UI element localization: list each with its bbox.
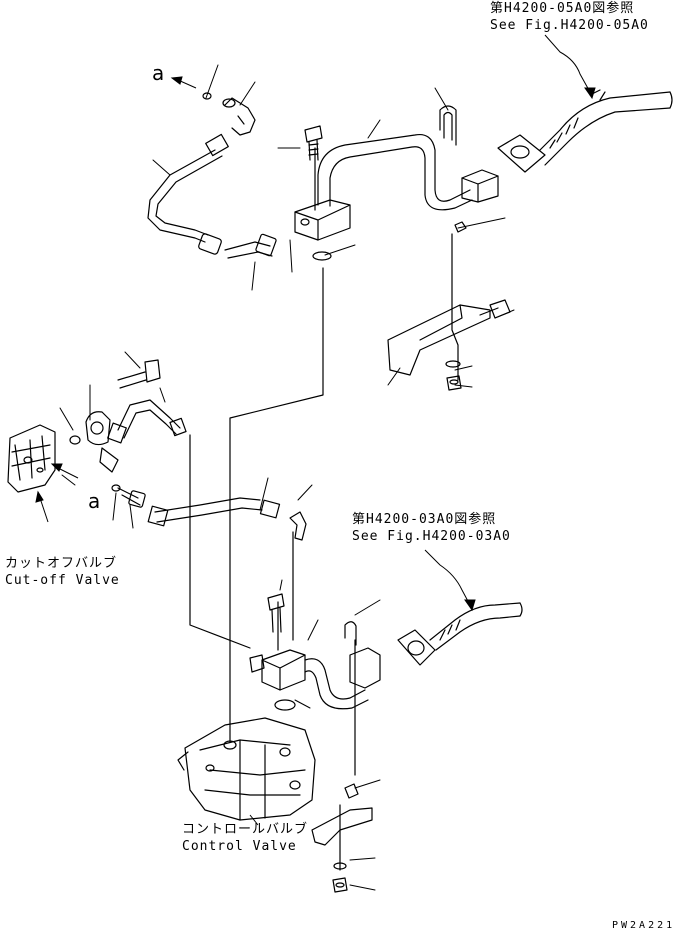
arrow-cutoff [35, 490, 49, 523]
upper-hose [147, 133, 277, 259]
o-ring [202, 92, 212, 100]
control-valve-label-en: Control Valve [182, 839, 297, 854]
control-valve-label-jp: コントロールバルブ [182, 822, 309, 837]
upper-tube [294, 105, 499, 241]
elbow-fitting [222, 97, 256, 136]
o-ring [111, 484, 121, 492]
o-ring [69, 435, 81, 445]
arrow-top-ref [544, 34, 596, 100]
arrow-label-a-top: a [152, 61, 165, 85]
arrow-a-top [170, 76, 197, 89]
top-reference-en: See Fig.H4200-05A0 [490, 18, 649, 33]
top-right-hose [497, 89, 673, 173]
lower-left-hose [117, 487, 307, 541]
bolt [304, 125, 323, 161]
middle-reference-en: See Fig.H4200-03A0 [352, 529, 511, 544]
assembly-lines [189, 147, 459, 871]
arrow-middle-ref [424, 549, 476, 612]
arrow-control [249, 814, 259, 826]
leader-lines [59, 64, 515, 891]
control-valve [177, 717, 316, 821]
cutoff-valve-label-en: Cut-off Valve [5, 573, 120, 588]
arrow-label-a-left: a [88, 489, 101, 513]
upper-bracket [387, 221, 511, 391]
middle-right-hose [397, 602, 523, 666]
arrows [35, 34, 596, 826]
top-reference-jp: 第H4200-05A0図参照 [490, 1, 635, 16]
arrow-a-left [50, 463, 79, 479]
middle-hose [99, 399, 187, 473]
split-flange [85, 411, 111, 446]
cutoff-valve [7, 424, 56, 493]
lower-bracket [311, 783, 373, 893]
cutoff-valve-label-jp: カットオフバルブ [5, 556, 118, 571]
drawing-code: PW2A221 [612, 920, 676, 931]
o-ring [274, 699, 296, 711]
bolt [117, 359, 161, 389]
lower-tube [249, 621, 381, 710]
middle-reference-jp: 第H4200-03A0図参照 [352, 512, 497, 527]
o-ring [312, 251, 332, 261]
lower-bolt [267, 593, 285, 633]
